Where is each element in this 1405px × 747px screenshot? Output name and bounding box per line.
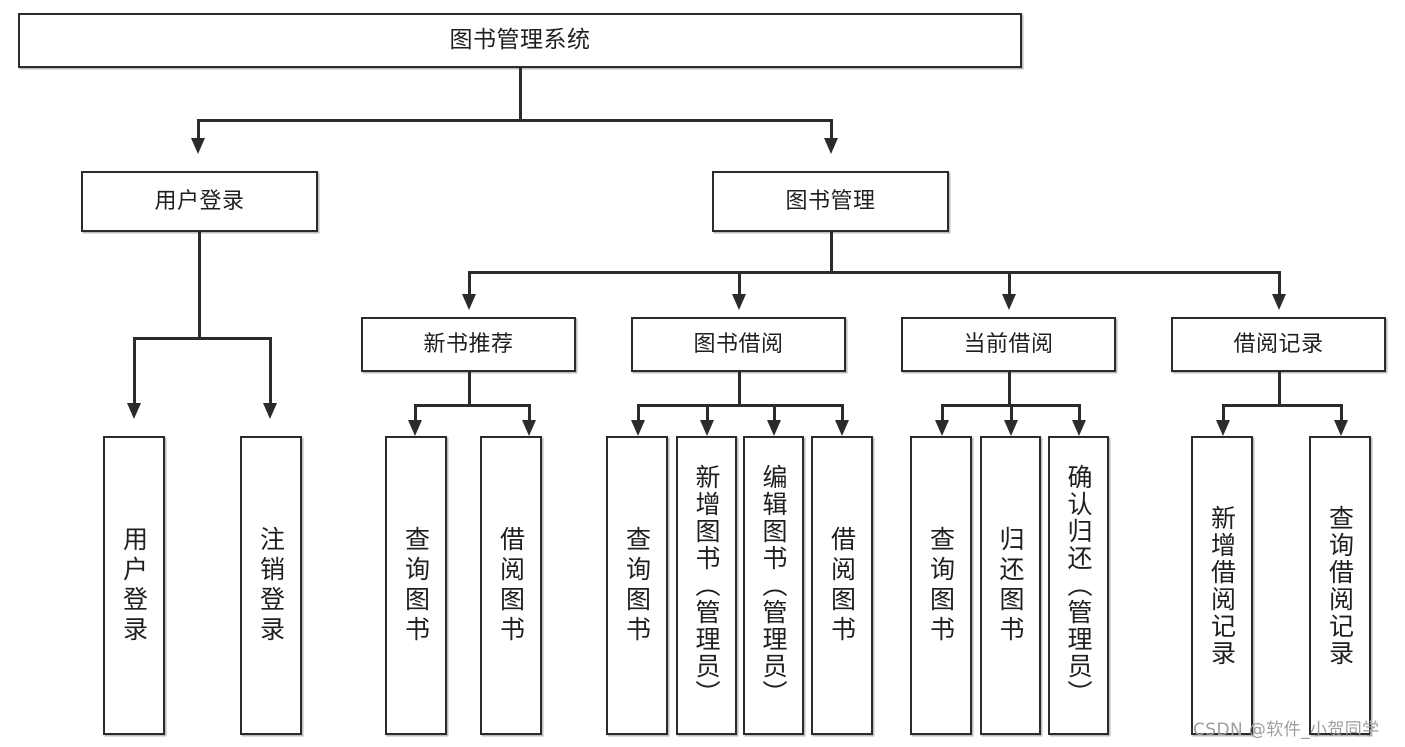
arrowhead-bb-leaf-3 — [767, 420, 781, 436]
arrowhead-bb-leaf-4 — [835, 420, 849, 436]
node-label: 归还图书 — [996, 525, 1025, 646]
connector-to-borrow-record — [1278, 271, 1281, 296]
connector-book-borrow-bus — [637, 404, 843, 407]
node-label: 新增图书（管理员） — [692, 464, 721, 707]
connector-to-current-borrow — [1008, 271, 1011, 296]
arrowhead-root-to-user-login — [191, 138, 205, 154]
arrowhead-borrow-record — [1272, 294, 1286, 310]
leaf-bb-add-book-admin[interactable]: 新增图书（管理员） — [676, 436, 737, 735]
connector-bb-leaf-4 — [841, 404, 844, 422]
leaf-nbr-query-book[interactable]: 查询图书 — [385, 436, 447, 735]
node-label: 用户登录 — [119, 525, 149, 646]
node-label: 查询图书 — [401, 525, 431, 646]
node-label: 借阅图书 — [827, 525, 857, 646]
node-root-book-management-system[interactable]: 图书管理系统 — [18, 13, 1022, 68]
connector-root-to-user-login — [197, 119, 200, 140]
connector-user-login-to-leaf-2 — [269, 337, 272, 405]
node-label: 编辑图书（管理员） — [759, 464, 788, 707]
arrowhead-user-login-leaf-2 — [263, 403, 277, 419]
connector-borrow-record-trunk — [1278, 372, 1281, 406]
connector-borrow-record-bus — [1222, 404, 1342, 407]
node-label: 注销登录 — [256, 525, 286, 646]
leaf-bb-edit-book-admin[interactable]: 编辑图书（管理员） — [743, 436, 804, 735]
connector-level3-bus — [468, 271, 1280, 274]
arrowhead-new-book-recommend — [462, 294, 476, 310]
arrowhead-nbr-leaf-1 — [408, 420, 422, 436]
arrowhead-cb-leaf-3 — [1072, 420, 1086, 436]
connector-book-management-trunk — [830, 232, 833, 273]
connector-user-login-to-leaf-1 — [133, 337, 136, 405]
node-borrow-record[interactable]: 借阅记录 — [1171, 317, 1386, 372]
leaf-br-query-record[interactable]: 查询借阅记录 — [1309, 436, 1371, 735]
connector-cb-leaf-2 — [1010, 404, 1013, 422]
arrowhead-book-borrow — [732, 294, 746, 310]
connector-nbr-leaf-2 — [528, 404, 531, 422]
connector-root-bus — [197, 119, 833, 122]
leaf-user-login[interactable]: 用户登录 — [103, 436, 165, 735]
leaf-cb-query-book[interactable]: 查询图书 — [910, 436, 972, 735]
connector-cb-leaf-3 — [1078, 404, 1081, 422]
node-current-borrow[interactable]: 当前借阅 — [901, 317, 1116, 372]
node-book-management[interactable]: 图书管理 — [712, 171, 949, 232]
arrowhead-br-leaf-1 — [1216, 420, 1230, 436]
node-label: 当前借阅 — [963, 331, 1054, 357]
connector-user-login-bus — [133, 337, 271, 340]
node-new-book-recommend[interactable]: 新书推荐 — [361, 317, 576, 372]
leaf-cb-return-book[interactable]: 归还图书 — [980, 436, 1041, 735]
connector-nbr-leaf-1 — [414, 404, 417, 422]
node-label: 图书管理系统 — [449, 26, 591, 53]
leaf-br-add-record[interactable]: 新增借阅记录 — [1191, 436, 1253, 735]
arrowhead-cb-leaf-1 — [935, 420, 949, 436]
node-label: 查询图书 — [622, 525, 652, 646]
leaf-bb-borrow-book[interactable]: 借阅图书 — [811, 436, 873, 735]
node-label: 图书管理 — [785, 188, 876, 214]
node-label: 新书推荐 — [423, 331, 514, 357]
arrowhead-nbr-leaf-2 — [522, 420, 536, 436]
arrowhead-bb-leaf-2 — [700, 420, 714, 436]
arrowhead-root-to-book-management — [824, 138, 838, 154]
node-label: 图书借阅 — [693, 331, 784, 357]
connector-to-book-borrow — [738, 271, 741, 296]
arrowhead-user-login-leaf-1 — [127, 403, 141, 419]
node-label: 确认归还（管理员） — [1064, 464, 1093, 707]
leaf-bb-query-book[interactable]: 查询图书 — [606, 436, 668, 735]
node-label: 新增借阅记录 — [1207, 504, 1237, 667]
leaf-cb-confirm-return-admin[interactable]: 确认归还（管理员） — [1048, 436, 1109, 735]
connector-user-login-trunk — [198, 232, 201, 339]
connector-br-leaf-1 — [1222, 404, 1225, 422]
leaf-nbr-borrow-book[interactable]: 借阅图书 — [480, 436, 542, 735]
node-label: 查询图书 — [926, 525, 956, 646]
connector-cb-leaf-1 — [941, 404, 944, 422]
connector-bb-leaf-2 — [706, 404, 709, 422]
arrowhead-br-leaf-2 — [1334, 420, 1348, 436]
connector-book-borrow-trunk — [738, 372, 741, 406]
node-label: 用户登录 — [154, 188, 245, 214]
connector-br-leaf-2 — [1340, 404, 1343, 422]
node-book-borrow[interactable]: 图书借阅 — [631, 317, 846, 372]
connector-to-new-book-recommend — [468, 271, 471, 296]
leaf-logout[interactable]: 注销登录 — [240, 436, 302, 735]
connector-root-to-book-management — [830, 119, 833, 140]
arrowhead-current-borrow — [1002, 294, 1016, 310]
connector-root-trunk — [519, 68, 522, 120]
connector-bb-leaf-3 — [773, 404, 776, 422]
connector-new-book-recommend-bus — [414, 404, 530, 407]
arrowhead-bb-leaf-1 — [631, 420, 645, 436]
node-label: 借阅图书 — [496, 525, 526, 646]
node-label: 查询借阅记录 — [1325, 504, 1355, 667]
node-label: 借阅记录 — [1233, 331, 1324, 357]
arrowhead-cb-leaf-2 — [1004, 420, 1018, 436]
connector-new-book-recommend-trunk — [468, 372, 471, 406]
connector-current-borrow-trunk — [1008, 372, 1011, 406]
node-user-login[interactable]: 用户登录 — [81, 171, 318, 232]
connector-bb-leaf-1 — [637, 404, 640, 422]
